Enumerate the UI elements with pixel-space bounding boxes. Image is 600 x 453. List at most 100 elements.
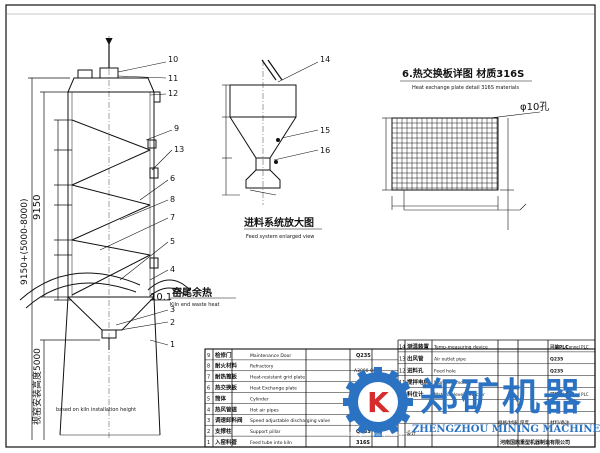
part-name-cn: 热风管道 — [215, 405, 238, 413]
part-name-cn: 热交换板 — [215, 384, 238, 392]
kiln-label-cn: 窑尾余热 — [172, 286, 212, 299]
part-no: 11 — [399, 380, 405, 386]
part-name-cn: 入窑料管 — [214, 438, 238, 446]
header-col-3: 材料/备注 — [550, 419, 570, 426]
callout-7: 7 — [170, 213, 175, 222]
part-name-en: Heat-resistant grid plate — [250, 375, 305, 381]
part-material-en: Connel PLC — [566, 392, 589, 397]
plate-title-cn: 6.热交换板详图 材质316S — [402, 67, 524, 80]
plate-title-en: Heat exchange plate detail 316S material… — [412, 85, 519, 91]
part-no: 13 — [399, 356, 405, 362]
company-name-cn: 郑矿机器 — [420, 375, 584, 419]
part-no: 12 — [399, 368, 405, 374]
company-logo: K Zhengzhou Mining Machinery — [343, 367, 413, 437]
part-no: 6 — [207, 386, 210, 392]
dimension-lines — [28, 77, 170, 440]
part-name-en: Feed hole — [434, 368, 456, 374]
part-name-cn: 支撑柱 — [214, 427, 232, 435]
part-no: 3 — [207, 418, 210, 424]
part-name-cn: 搅拌电机 — [407, 378, 430, 386]
part-name-cn: 检修门 — [215, 351, 232, 359]
feed-title-en: Feed system enlarged view — [246, 234, 314, 240]
feed-view-markers — [274, 138, 280, 164]
callout-2: 2 — [170, 318, 175, 327]
part-name-en: Refractory — [250, 364, 274, 370]
part-name-cn: 耐热篦板 — [215, 373, 238, 381]
company-name-cn-small: 河南国鼎重型机器制造有限公司 — [499, 439, 570, 446]
header-design: 设计 — [406, 430, 416, 437]
part-7-spec: A3000-08 — [354, 368, 376, 374]
part-no: 2 — [207, 429, 210, 435]
callout-9: 9 — [174, 124, 179, 133]
part-material: 可编PLC — [550, 344, 569, 351]
part-material: Q235 — [550, 356, 563, 362]
callout-10: 10 — [168, 55, 178, 64]
part-name-en: Support pillar — [250, 429, 281, 435]
part-material: 可编PLC — [550, 391, 569, 398]
part-no: 8 — [207, 364, 210, 370]
callout-numbers: 10 11 12 9 13 6 8 7 5 4 3 2 1 — [168, 55, 184, 349]
part-name-en: Cylinder — [250, 396, 269, 402]
plate-dimensions — [382, 117, 527, 230]
dim-install-height: 视窑安装高度5000 — [31, 348, 43, 425]
part-no: 9 — [207, 353, 210, 359]
dim-range: 9150+(5000-8000) — [20, 198, 30, 285]
callout-11: 11 — [168, 74, 178, 83]
feed-title-cn: 进料系统放大图 — [244, 216, 314, 229]
part-no: 7 — [207, 375, 210, 381]
part-material: Q235 — [356, 353, 371, 359]
callout-6: 6 — [170, 174, 175, 183]
part-name-cn: 测温装置 — [407, 343, 430, 351]
part-no: 4 — [207, 407, 210, 413]
callout-4: 4 — [170, 265, 175, 274]
title-block-rows — [205, 351, 595, 437]
part-material: Q235 — [550, 368, 563, 374]
dim-total: 9150 — [32, 195, 43, 220]
company-name-en: ZHENGZHOU MINING MACHINERY — [412, 424, 600, 435]
part-no: 5 — [207, 396, 210, 402]
callout-15: 15 — [320, 126, 330, 135]
callout-8: 8 — [170, 195, 175, 204]
part-name-en: Heat Exchange plate — [250, 386, 297, 392]
callout-3: 3 — [170, 305, 175, 314]
part-name-cn: 筒体 — [215, 394, 227, 402]
part-name-cn: 出风管 — [407, 354, 424, 362]
callout-5: 5 — [170, 237, 175, 246]
logo-sub: Zhengzhou Mining Machinery — [348, 432, 408, 437]
part-name-en: Air outlet pipe — [434, 356, 466, 362]
callout-13: 13 — [174, 145, 184, 154]
callout-12: 12 — [168, 89, 178, 98]
part-name-en: Material level detector — [434, 392, 485, 398]
callout-1: 1 — [170, 340, 175, 349]
install-note-en: based on kiln installation height — [56, 407, 136, 413]
header-col-2: 厚度 — [520, 419, 529, 426]
part-material: 316S — [356, 440, 370, 446]
logo-letter: K — [367, 386, 390, 419]
plate-hole-grid — [391, 117, 499, 191]
part-name-en: Maintenance Door — [250, 353, 291, 359]
part-name-en: Speed adjustable discharging valve — [250, 418, 330, 424]
part-name-en: Feed tube into kiln — [250, 440, 292, 446]
part-name-en: Hot air pipes — [250, 407, 279, 413]
kiln-label-en: Kiln end waste heat — [170, 302, 220, 308]
part-name-en: Temp-measuring device — [433, 345, 488, 351]
header-col-1: 规格/材质 — [498, 419, 518, 426]
dim-small: 10.1 — [150, 292, 172, 303]
part-name-cn: 料位计 — [407, 390, 424, 398]
callout-leaders — [99, 61, 173, 346]
part-no: 1 — [207, 440, 210, 446]
feed-view — [222, 59, 319, 205]
part-name-cn: 耐火材料 — [215, 362, 238, 370]
part-material-en: Connel PLC — [566, 345, 589, 350]
part-no: 14 — [399, 345, 405, 351]
main-view — [19, 36, 191, 440]
hole-label: φ10孔 — [520, 101, 549, 113]
part-name-en: Vibrating motor — [434, 380, 470, 386]
title-header: 设计 规格/材质 厚度 材料/备注 — [406, 419, 570, 437]
parts-list-left: 9 检修门 Maintenance Door Q235 8 耐火材料 Refractory 7… — [207, 351, 371, 446]
callout-16: 16 — [320, 146, 330, 155]
part-name-cn: 调速卸料阀 — [215, 416, 243, 424]
